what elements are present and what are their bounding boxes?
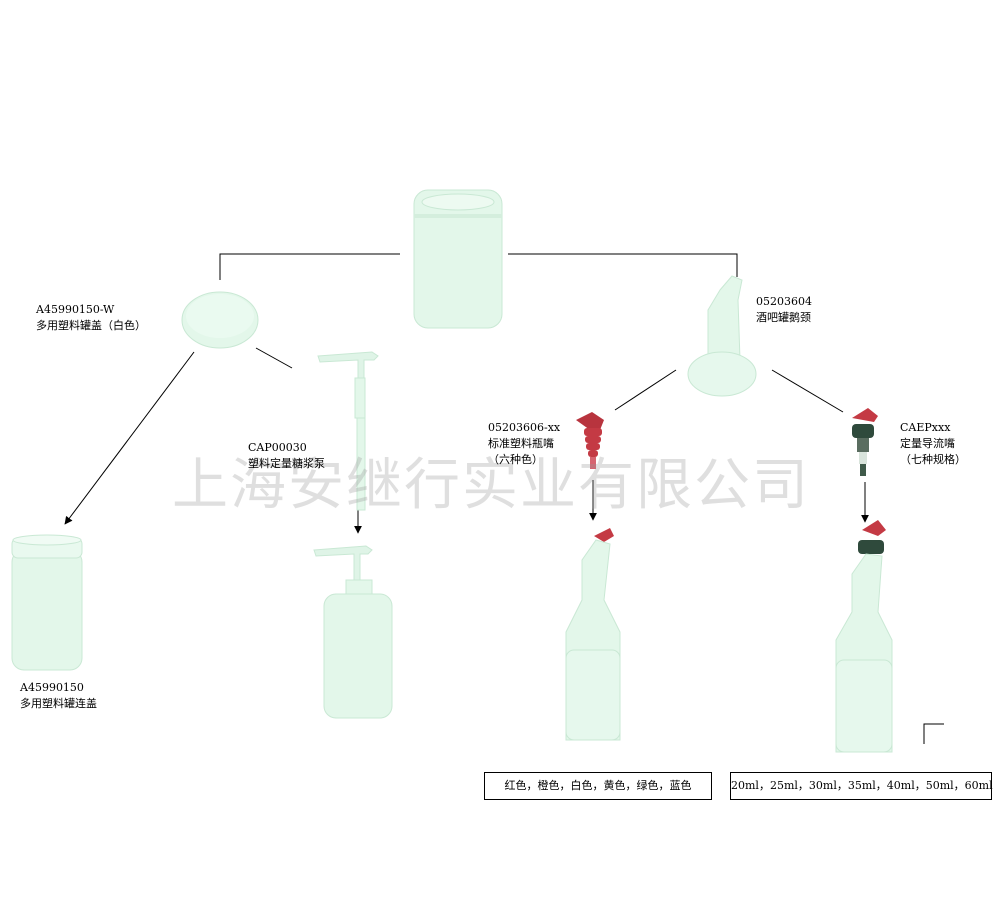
measured-pourer-label: CAEPxxx 定量导流嘴 （七种规格） [900,420,966,468]
jar-with-lid-code: A45990150 [20,681,84,694]
lid-image [181,291,259,349]
lid-name: 多用塑料罐盖（白色） [36,319,146,332]
jar-with-lid-label: A45990150 多用塑料罐连盖 [20,680,97,712]
pump-on-jar-image [313,545,393,719]
measured-pourer-code: CAEPxxx [900,421,951,434]
pourer-code: 05203606-xx [488,421,561,434]
spout-code: 05203604 [756,295,812,308]
spout-image [687,275,757,397]
watermark-text: 上海安继行实业有限公司 [172,453,810,518]
pump-label: CAP00030 塑料定量糖浆泵 [248,440,325,472]
measured-pourer-note: （七种规格） [900,453,966,466]
pump-code: CAP00030 [248,441,307,454]
measured-pourer-name: 定量导流嘴 [900,437,955,450]
sizes-box: 20ml，25ml，30ml，35ml，40ml，50ml，60ml [730,772,993,800]
lid-code: A45990150-W [36,303,115,316]
lid-label: A45990150-W 多用塑料罐盖（白色） [36,302,146,334]
pourer-label: 05203606-xx 标准塑料瓶嘴 （六种色） [488,420,560,468]
connector-lines [219,253,844,413]
jar-with-lid-image [11,534,83,671]
pump-name: 塑料定量糖浆泵 [248,457,325,470]
measured-pourer-image [852,408,878,476]
jar-image-center [413,189,503,329]
jar-with-lid-name: 多用塑料罐连盖 [20,697,97,710]
colors-box: 红色，橙色，白色，黄色，绿色，蓝色 [484,772,712,800]
bottle-with-measured-pourer-image [835,520,893,753]
bottle-with-pourer-image [565,528,621,741]
pourer-note: （六种色） [488,453,543,466]
pourer-red-image [576,412,604,469]
spout-name: 酒吧罐鹅颈 [756,311,811,324]
spout-label: 05203604 酒吧罐鹅颈 [756,294,812,326]
pump-image [317,351,379,511]
corner-mark [923,723,944,744]
pourer-name: 标准塑料瓶嘴 [488,437,554,450]
